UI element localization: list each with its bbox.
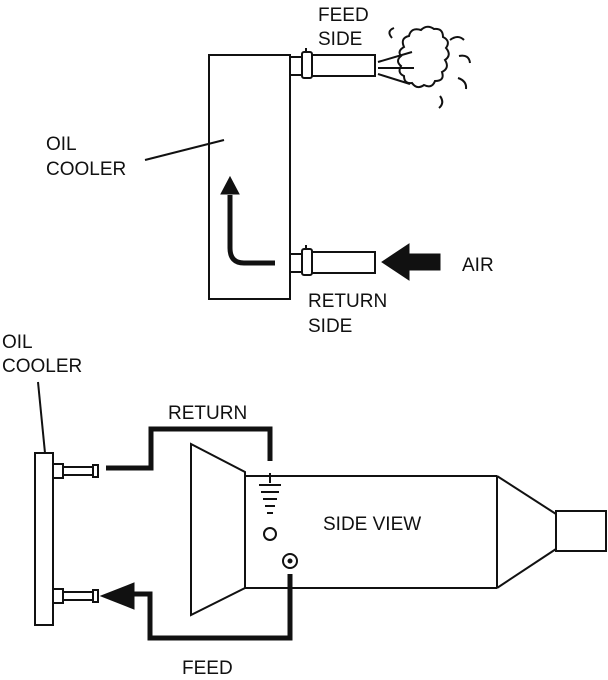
side-view: OIL COOLER RETURN SIDE VIEW FEED	[2, 332, 607, 679]
feed-port-icon	[282, 553, 298, 569]
return-side-label-line1: RETURN	[308, 291, 387, 312]
oil-cooler-label-line2: COOLER	[46, 159, 126, 180]
feed-hose-line	[133, 574, 293, 641]
top-view: FEED SIDE OIL COOLER AIR RETURN SIDE	[46, 5, 494, 337]
side-feed-fitting	[52, 588, 99, 604]
side-view-label: SIDE VIEW	[323, 514, 421, 535]
side-oil-cooler-label-line1: OIL	[2, 332, 33, 353]
return-side-fitting	[289, 245, 376, 276]
air-exhaust-puff-icon	[377, 25, 471, 109]
feed-side-label-line1: FEED	[318, 5, 369, 26]
air-inlet-arrow-icon	[381, 243, 441, 281]
side-oil-cooler-leader-line	[37, 381, 46, 454]
internal-flow-arrow-icon	[220, 175, 275, 266]
feed-side-label-line2: SIDE	[318, 29, 362, 50]
blower-duct-body	[190, 442, 607, 617]
air-label: AIR	[462, 255, 494, 276]
return-nozzle-icon	[259, 473, 281, 541]
return-label: RETURN	[168, 403, 247, 424]
return-side-label-line2: SIDE	[308, 316, 352, 337]
side-oil-cooler-label-line2: COOLER	[2, 356, 82, 377]
side-return-fitting	[52, 463, 99, 479]
oil-cooler-label-line1: OIL	[46, 134, 77, 155]
side-oil-cooler-body	[34, 452, 54, 626]
oil-cooler-leader-line	[144, 139, 225, 161]
oil-cooler-body	[208, 54, 291, 300]
feed-side-fitting	[289, 48, 376, 79]
feed-label: FEED	[182, 658, 233, 679]
feed-flow-arrow-icon	[99, 582, 135, 610]
return-hose-line	[106, 426, 273, 471]
